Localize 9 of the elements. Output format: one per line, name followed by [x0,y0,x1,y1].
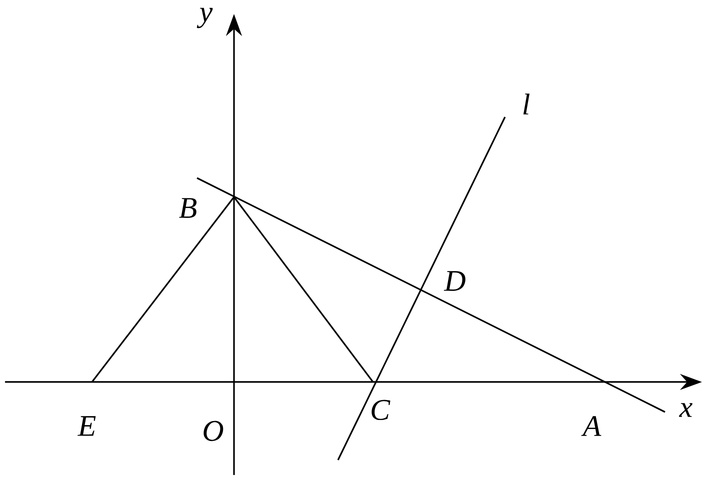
point-label: C [372,400,390,420]
point-label: O [204,420,224,442]
point-label: E [78,416,96,436]
point-label: D [444,271,466,291]
point-label: y [196,8,213,28]
point-label: x [678,403,692,417]
point-label: A [581,416,602,436]
point-label: l [523,94,530,114]
point-label: B [179,198,197,218]
